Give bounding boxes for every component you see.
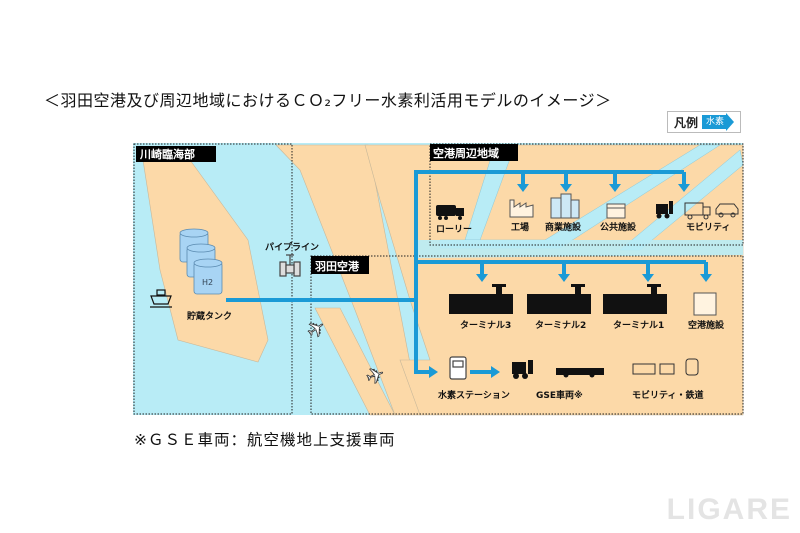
van-icon [659,363,675,375]
haneda-tag-bg [311,256,369,274]
arrow-t3 [476,274,488,282]
airport-facility-label: 空港施設 [688,319,725,331]
valve-icon [279,254,301,277]
airport-surroundings-tag-bg [430,144,518,161]
gse-forklift-icon [512,360,533,379]
terminal-3-icon [449,284,513,314]
arrow-factory [517,184,529,192]
arrow-facility [700,274,712,282]
kawasaki-tag-bg [136,146,216,162]
public-building-icon [606,203,626,219]
gse-tug-icon [556,368,604,378]
kawasaki-region-box [133,143,293,415]
footnote: ※ＧＳＥ車両：航空機地上支援車両 [134,431,396,449]
river-4 [415,240,743,258]
arrow-mobility [678,184,690,192]
storage-tank-label: 貯蔵タンク [187,310,232,322]
hydrogen-station-icon [449,356,467,380]
truck-icon [684,202,711,220]
arrow-gse [491,366,500,378]
arrow-station [429,366,438,378]
runway-land [314,307,396,416]
hydrogen-lines [226,170,708,374]
haneda-region-box [310,255,744,415]
hydrogen-station-label: 水素ステーション [438,389,510,401]
train-icon [685,358,699,376]
lorry-icon [436,205,464,220]
factory-label: 工場 [511,221,529,233]
terminal-3-label: ターミナル3 [460,319,511,331]
legend-hydrogen-arrow: 水素 [702,113,735,131]
terminal-1-label: ターミナル1 [613,319,664,331]
airport-surroundings-box [429,143,744,246]
watermark-logo: LIGARE [666,493,792,526]
terminal-2-icon [527,284,591,314]
kawasaki-tag: 川崎臨海部 [139,147,195,161]
terminal-1-icon [603,284,667,314]
haneda-tag: 羽田空港 [315,259,360,273]
car-icon [715,203,739,218]
forklift-icon [656,201,673,219]
arrow-public [609,184,621,192]
ship-icon [150,289,172,308]
factory-icon [509,199,534,218]
commercial-label: 商業施設 [545,221,582,233]
arrowheads [429,184,712,378]
arrow-commercial [560,184,572,192]
airport-facility-icon [693,292,717,316]
storage-tank-icon [179,228,223,295]
gse-label: GSE車両※ [536,389,583,401]
mobility-label: モビリティ [686,221,730,233]
arrow-t2 [558,274,570,282]
commercial-building-icon [550,193,580,219]
public-label: 公共施設 [600,221,637,233]
legend-label: 凡例 [674,115,699,130]
lorry-label: ローリー [436,224,472,235]
airport-surroundings-tag: 空港周辺地域 [433,146,499,160]
legend: 凡例 水素 [667,111,741,133]
tank-h2-label: H2 [202,278,213,287]
pipeline-label: パイプライン [265,241,319,253]
bus-icon [632,363,656,375]
terminal-2-label: ターミナル2 [535,319,586,331]
arrow-t1 [642,274,654,282]
page-title: ＜羽田空港及び周辺地域におけるＣＯ₂フリー水素利活用モデルのイメージ＞ [44,91,612,110]
mobility-rail-label: モビリティ・鉄道 [632,389,703,401]
